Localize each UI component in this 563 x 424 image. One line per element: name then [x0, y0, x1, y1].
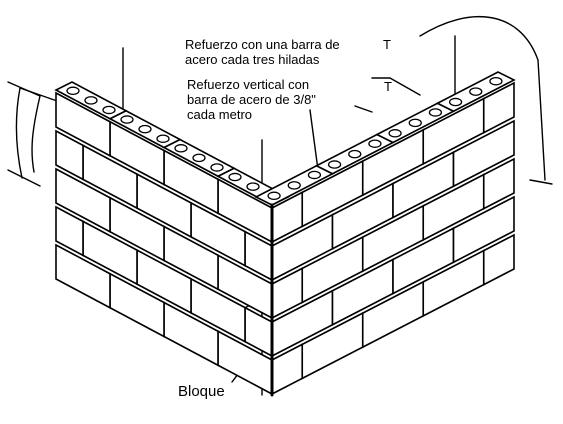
block-cell-hole: [267, 191, 281, 201]
left-guide-line: [7, 81, 41, 97]
right-wall-block: [452, 119, 515, 188]
block-cell-hole: [174, 144, 188, 153]
block-cell-hole: [210, 163, 224, 172]
right-dimension-arc: [419, 16, 546, 181]
block-label: Bloque: [178, 383, 225, 400]
left-wall-block: [55, 91, 111, 158]
horizontal-reinforcement-line2: acero cada tres hiladas: [185, 52, 320, 67]
block-cell-hole: [66, 86, 80, 96]
block-cell-hole: [102, 105, 116, 115]
horizontal-reinforcement-label: Refuerzo con una barra de acero cada tre…: [185, 37, 340, 67]
block-cell-hole: [448, 97, 463, 107]
right-wall-block: [482, 81, 515, 134]
left-wall-block: [55, 167, 111, 234]
block-cell-hole: [228, 172, 242, 182]
vertical-reinforcement-label: Refuerzo vertical con barra de acero de …: [187, 77, 316, 122]
block-cell-hole: [156, 134, 170, 143]
block-cell-hole: [368, 139, 382, 148]
block-cell-hole: [84, 96, 98, 105]
left-wall-block: [55, 129, 84, 181]
left-wall-block: [55, 205, 84, 257]
block-cell-hole: [307, 170, 322, 180]
block-cell-hole: [388, 129, 402, 138]
block-cell-hole: [469, 87, 483, 96]
right-wall-block: [482, 233, 515, 286]
block-cell-hole: [327, 160, 342, 169]
block-cell-hole: [287, 181, 301, 190]
block-cell-hole: [120, 115, 134, 124]
block-cell-hole: [138, 124, 152, 134]
right-wall-block: [482, 157, 515, 210]
block-cell-hole: [192, 153, 206, 163]
block-cell-hole: [489, 76, 503, 86]
block-cell-hole: [348, 149, 362, 159]
block-cell-hole: [408, 118, 422, 128]
block-cell-hole: [246, 182, 260, 191]
right-wall-block: [452, 195, 515, 264]
vertical-reinforcement-line1: Refuerzo vertical con: [187, 77, 310, 92]
horizontal-reinforcement-line1: Refuerzo con una barra de: [185, 37, 340, 52]
clipped-label-lower-right: T: [384, 79, 392, 94]
block-cell-hole: [428, 108, 443, 117]
vertical-reinforcement-line2: barra de acero de 3/8": [187, 92, 316, 107]
vertical-reinforcement-line3: cada metro: [187, 107, 253, 122]
left-wall-block: [55, 243, 111, 310]
clipped-label-upper-right: T: [383, 37, 391, 52]
